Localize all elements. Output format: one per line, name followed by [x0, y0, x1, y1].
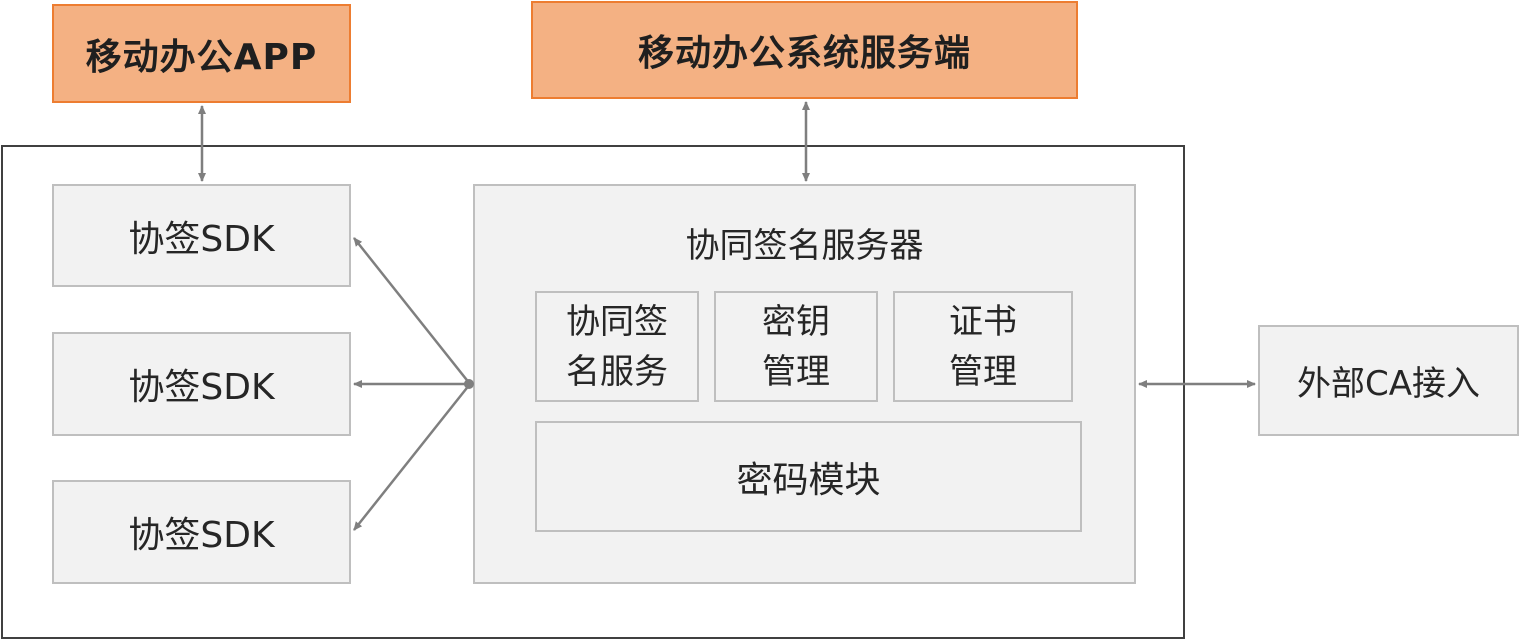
co-signing-service-module: 协同签 名服务 [535, 291, 699, 402]
module-label-line1: 密钥 [762, 301, 830, 342]
sdk-label: 协签SDK [128, 515, 275, 556]
sdk-box: 协签SDK [52, 332, 351, 436]
sdk-label: 协签SDK [128, 218, 275, 260]
module-label-line2: 管理 [949, 351, 1017, 392]
arrow-sdk1-server [353, 237, 471, 385]
external-ca-label: 外部CA接入 [1297, 364, 1480, 404]
sdk-box: 协签SDK [52, 184, 351, 287]
crypto-module-box: 密码模块 [535, 421, 1082, 532]
mobile-office-app-label: 移动办公APP [85, 36, 318, 78]
module-label-line1: 证书 [949, 301, 1017, 342]
key-management-module: 密钥 管理 [714, 291, 878, 402]
arrow-junction-dot [464, 379, 474, 389]
mobile-office-server-box: 移动办公系统服务端 [531, 1, 1078, 99]
sdk-label: 协签SDK [128, 367, 275, 408]
module-label-line2: 名服务 [566, 351, 668, 392]
module-label-line2: 管理 [762, 351, 830, 392]
certificate-management-module: 证书 管理 [893, 291, 1073, 402]
crypto-module-label: 密码模块 [736, 459, 881, 501]
arrow-sdk3-server [353, 383, 471, 531]
external-ca-box: 外部CA接入 [1258, 325, 1519, 436]
system-boundary [1, 145, 1185, 639]
mobile-office-app-box: 移动办公APP [52, 4, 351, 103]
module-label-line1: 协同签 [566, 301, 668, 342]
sdk-box: 协签SDK [52, 480, 351, 584]
co-signing-server-title: 协同签名服务器 [685, 226, 924, 266]
mobile-office-server-label: 移动办公系统服务端 [637, 33, 971, 74]
